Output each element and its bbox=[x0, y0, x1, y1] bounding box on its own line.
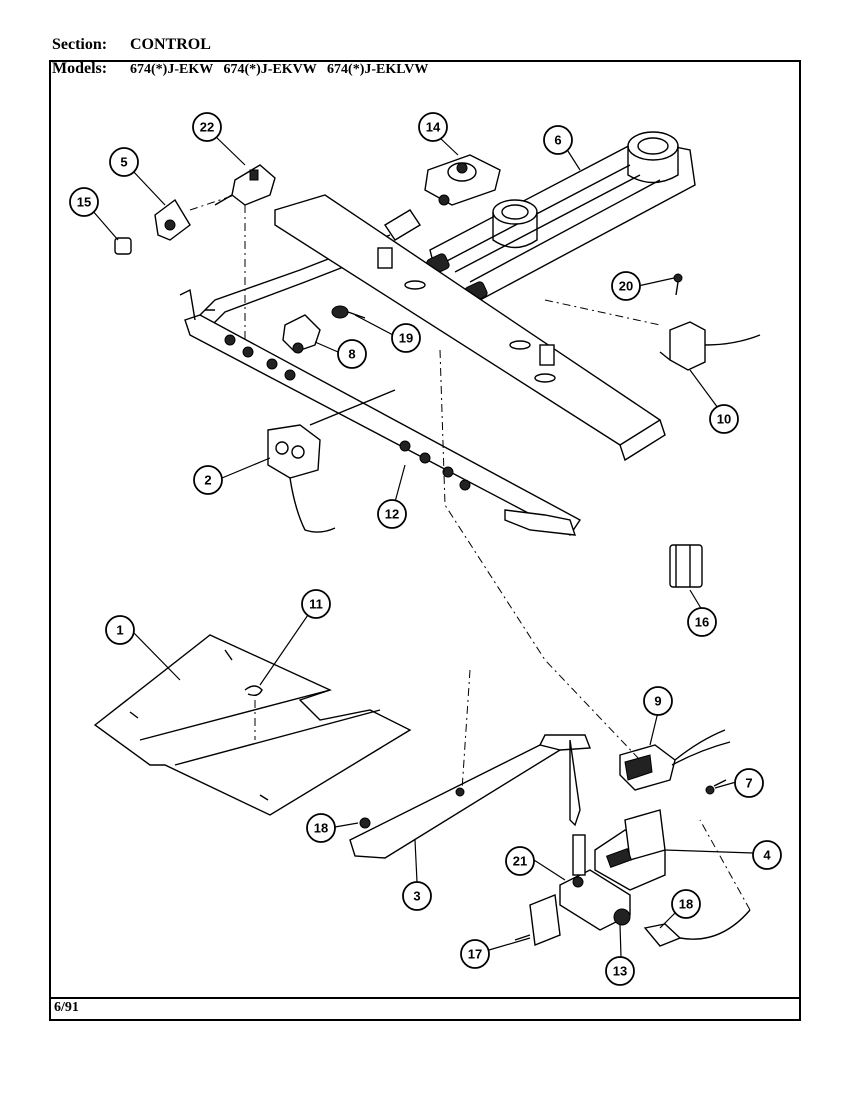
screw-18-part bbox=[359, 817, 371, 829]
section-value: CONTROL bbox=[130, 36, 211, 53]
svg-text:14: 14 bbox=[426, 120, 441, 135]
models-value: 674(*)J-EKW 674(*)J-EKVW 674(*)J-EKLVW bbox=[130, 62, 429, 77]
svg-text:15: 15 bbox=[77, 195, 91, 210]
callout-18-left: 18 bbox=[306, 813, 336, 843]
svg-text:13: 13 bbox=[613, 964, 627, 979]
screw-20-part bbox=[673, 273, 683, 296]
callout-20: 20 bbox=[611, 271, 641, 301]
svg-text:22: 22 bbox=[200, 120, 214, 135]
svg-text:7: 7 bbox=[745, 776, 752, 791]
svg-text:3: 3 bbox=[413, 889, 420, 904]
fitting-13-part bbox=[613, 908, 631, 926]
bracket-5-part bbox=[154, 198, 191, 241]
clip-11-part bbox=[244, 685, 263, 697]
callout-8: 8 bbox=[337, 339, 367, 369]
leader-lines bbox=[91, 134, 754, 958]
knob-15-part bbox=[114, 237, 132, 255]
callout-22: 22 bbox=[192, 112, 222, 142]
main-manifold-part bbox=[179, 288, 582, 536]
valve-8-part bbox=[282, 314, 321, 354]
callout-3: 3 bbox=[402, 881, 432, 911]
callout-15: 15 bbox=[69, 187, 99, 217]
connector-9-part bbox=[619, 729, 731, 791]
svg-text:16: 16 bbox=[695, 615, 709, 630]
callout-12: 12 bbox=[377, 499, 407, 529]
svg-text:6: 6 bbox=[554, 133, 561, 148]
svg-text:4: 4 bbox=[763, 848, 771, 863]
svg-text:10: 10 bbox=[717, 412, 731, 427]
switch-2-part bbox=[267, 389, 396, 533]
callout-7: 7 bbox=[734, 768, 764, 798]
svg-text:1: 1 bbox=[116, 623, 123, 638]
screw-7-part bbox=[705, 779, 727, 795]
callout-13: 13 bbox=[605, 956, 635, 986]
svg-text:18: 18 bbox=[314, 821, 328, 836]
svg-text:9: 9 bbox=[654, 694, 661, 709]
svg-text:21: 21 bbox=[513, 854, 527, 869]
svg-text:11: 11 bbox=[309, 597, 323, 612]
igniter-10-part bbox=[659, 321, 761, 371]
manifold-pipe-part bbox=[194, 194, 666, 462]
bracket-17-part bbox=[514, 894, 561, 946]
orifice-18-part bbox=[643, 909, 751, 947]
callout-14: 14 bbox=[418, 112, 448, 142]
orifice-19-part bbox=[331, 305, 366, 319]
callout-18-right: 18 bbox=[671, 889, 701, 919]
footer-rule bbox=[49, 997, 801, 999]
svg-text:20: 20 bbox=[619, 279, 633, 294]
diagram-frame bbox=[49, 60, 801, 1021]
models-label: Models: bbox=[52, 60, 108, 77]
callout-4: 4 bbox=[752, 840, 782, 870]
callout-19: 19 bbox=[391, 323, 421, 353]
section-header: Section: CONTROL bbox=[52, 36, 211, 54]
svg-text:2: 2 bbox=[204, 473, 211, 488]
svg-text:18: 18 bbox=[679, 897, 693, 912]
callout-9: 9 bbox=[643, 686, 673, 716]
svg-text:17: 17 bbox=[468, 947, 482, 962]
module-16-part bbox=[669, 544, 703, 588]
callout-6: 6 bbox=[543, 125, 573, 155]
svg-text:19: 19 bbox=[399, 331, 413, 346]
regulator-21-part bbox=[559, 834, 631, 931]
assembly-lines bbox=[189, 194, 751, 911]
callout-21: 21 bbox=[505, 846, 535, 876]
callout-2: 2 bbox=[193, 465, 223, 495]
callout-17: 17 bbox=[460, 939, 490, 969]
bracket-3-part bbox=[349, 734, 591, 859]
callout-16: 16 bbox=[687, 607, 717, 637]
bracket-4-part bbox=[594, 809, 666, 891]
section-label: Section: bbox=[52, 36, 108, 53]
models-header: Models: 674(*)J-EKW 674(*)J-EKVW 674(*)J-… bbox=[52, 60, 428, 78]
footer-date: 6/91 bbox=[54, 1000, 79, 1015]
callout-10: 10 bbox=[709, 404, 739, 434]
svg-text:5: 5 bbox=[120, 155, 127, 170]
svg-text:8: 8 bbox=[348, 347, 355, 362]
valve-14-part bbox=[424, 154, 501, 206]
callout-11: 11 bbox=[301, 589, 331, 619]
svg-text:12: 12 bbox=[385, 507, 399, 522]
switch-22-part bbox=[214, 164, 276, 206]
callout-1: 1 bbox=[105, 615, 135, 645]
shield-1-part bbox=[93, 634, 412, 816]
callout-5: 5 bbox=[109, 147, 139, 177]
